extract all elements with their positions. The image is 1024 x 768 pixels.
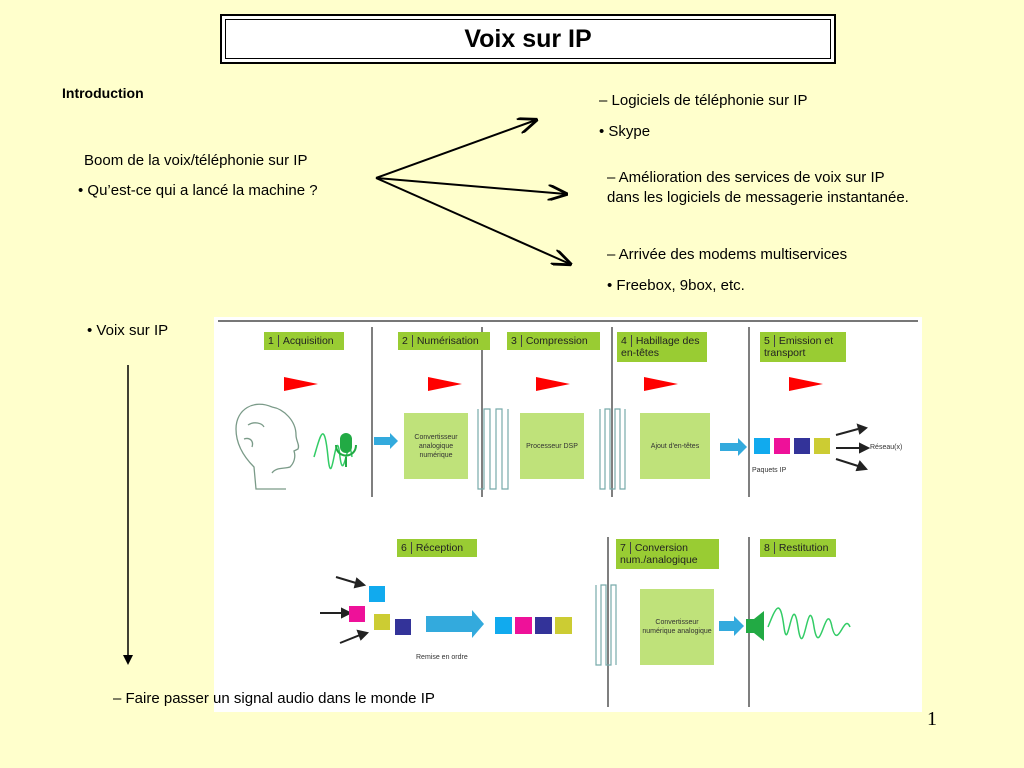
- branch1-line1: – Logiciels de téléphonie sur IP: [599, 92, 808, 109]
- branch3-line2: • Freebox, 9box, etc.: [607, 277, 745, 294]
- slide-title: Voix sur IP: [225, 19, 831, 59]
- step-3-num: 3: [511, 335, 522, 347]
- network-arrows-in: [320, 576, 369, 644]
- step-8-num: 8: [764, 542, 775, 554]
- fan-out-arrows: [375, 110, 580, 270]
- step-8-text: Restitution: [778, 542, 829, 554]
- dac-box: Convertisseur numérique analogique: [640, 589, 714, 665]
- branch1-line2: • Skype: [599, 123, 651, 140]
- head-icon: [235, 403, 300, 490]
- branch3-line1: – Arrivée des modems multiservices: [607, 246, 848, 263]
- packets-top: [754, 438, 830, 454]
- step-1-text: Acquisition: [282, 335, 334, 347]
- voip-bullet: • Voix sur IP: [87, 322, 169, 339]
- boom-text: Boom de la voix/téléphonie sur IP: [84, 152, 308, 169]
- flag-1: [284, 377, 318, 391]
- introduction-heading: Introduction: [62, 85, 144, 101]
- remise-en-ordre-label: Remise en ordre: [416, 654, 468, 661]
- step-5-text: Emission et transport: [764, 335, 834, 359]
- page-number: 1: [927, 708, 937, 730]
- network-arrows-out: [835, 423, 871, 472]
- step-7-text: Conversion num./analogique: [620, 542, 698, 566]
- dsp-box: Processeur DSP: [520, 413, 584, 479]
- flag-2: [428, 377, 462, 391]
- title-box: Voix sur IP: [220, 14, 836, 64]
- headers-box: Ajout d'en-têtes: [640, 413, 710, 479]
- step-6-text: Réception: [415, 542, 464, 554]
- flag-5: [789, 377, 823, 391]
- conclusion-text: – Faire passer un signal audio dans le m…: [113, 690, 435, 707]
- arrow-to-branch3: [375, 177, 570, 264]
- pulse-trains: [477, 408, 626, 666]
- question-text: • Qu’est-ce qui a lancé la machine ?: [78, 182, 318, 199]
- step-5-num: 5: [764, 335, 775, 347]
- flag-3: [536, 377, 570, 391]
- speaker-icon: [746, 611, 764, 641]
- sound-wave-out: [767, 607, 851, 640]
- blue-arrows: [374, 433, 747, 638]
- arrow-to-branch2: [375, 177, 566, 194]
- step-7-num: 7: [620, 542, 631, 554]
- step-2-text: Numérisation: [416, 335, 479, 347]
- step-6-num: 6: [401, 542, 412, 554]
- step-2-num: 2: [402, 335, 413, 347]
- microphone-icon: [335, 433, 357, 467]
- reseaux-label: Réseau(x): [870, 444, 903, 451]
- arrow-to-branch1: [375, 120, 536, 179]
- adc-box: Convertisseur analogique numérique: [404, 413, 468, 479]
- flag-4: [644, 377, 678, 391]
- diagram-graphics: [218, 320, 918, 707]
- step-1-num: 1: [268, 335, 279, 347]
- step-4-num: 4: [621, 335, 632, 347]
- step-3-text: Compression: [525, 335, 588, 347]
- branch2-line2: dans les logiciels de messagerie instant…: [607, 189, 909, 206]
- paquets-ip-label: Paquets IP: [752, 467, 787, 474]
- packets-ordered: [495, 617, 572, 634]
- down-arrow: [123, 365, 133, 665]
- packets-scattered: [349, 586, 411, 635]
- branch2-line1: – Amélioration des services de voix sur …: [607, 169, 885, 186]
- step-4-text: Habillage des en-têtes: [621, 335, 700, 359]
